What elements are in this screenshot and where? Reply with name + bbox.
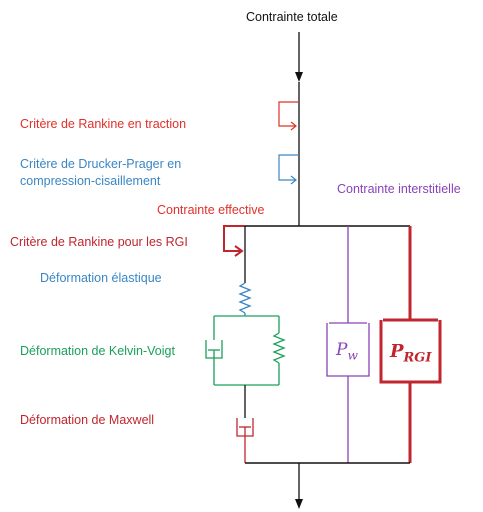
prgi-symbol: PRGI <box>390 341 432 366</box>
total-stress-label: Contrainte totale <box>246 10 338 24</box>
elastic-strain-label: Déformation élastique <box>40 271 162 285</box>
drucker-prager-label-line2: compression-cisaillement <box>20 174 161 188</box>
kelvin-voigt-label: Déformation de Kelvin-Voigt <box>20 344 175 358</box>
rankine-rgi-label: Critère de Rankine pour les RGI <box>10 235 188 249</box>
interstitial-stress-label: Contrainte interstitielle <box>337 182 461 196</box>
pw-branch <box>326 226 370 463</box>
total-stress-arrow-bottom <box>245 462 410 509</box>
rankine-traction-criterion <box>278 98 300 147</box>
rankine-traction-label: Critère de Rankine en traction <box>20 117 187 131</box>
maxwell-label: Déformation de Maxwell <box>20 413 155 427</box>
pw-symbol: Pw <box>336 340 358 363</box>
elastic-spring <box>238 282 252 314</box>
total-stress-arrow-top <box>295 32 303 98</box>
kelvin-voigt-element <box>205 315 286 386</box>
drucker-prager-criterion <box>278 147 300 226</box>
maxwell-dashpot <box>236 385 254 463</box>
rankine-rgi-criterion <box>223 225 246 283</box>
prgi-branch <box>379 226 442 463</box>
effective-stress-label: Contrainte effective <box>157 203 265 217</box>
drucker-prager-label-line1: Critère de Drucker-Prager en <box>20 157 182 171</box>
